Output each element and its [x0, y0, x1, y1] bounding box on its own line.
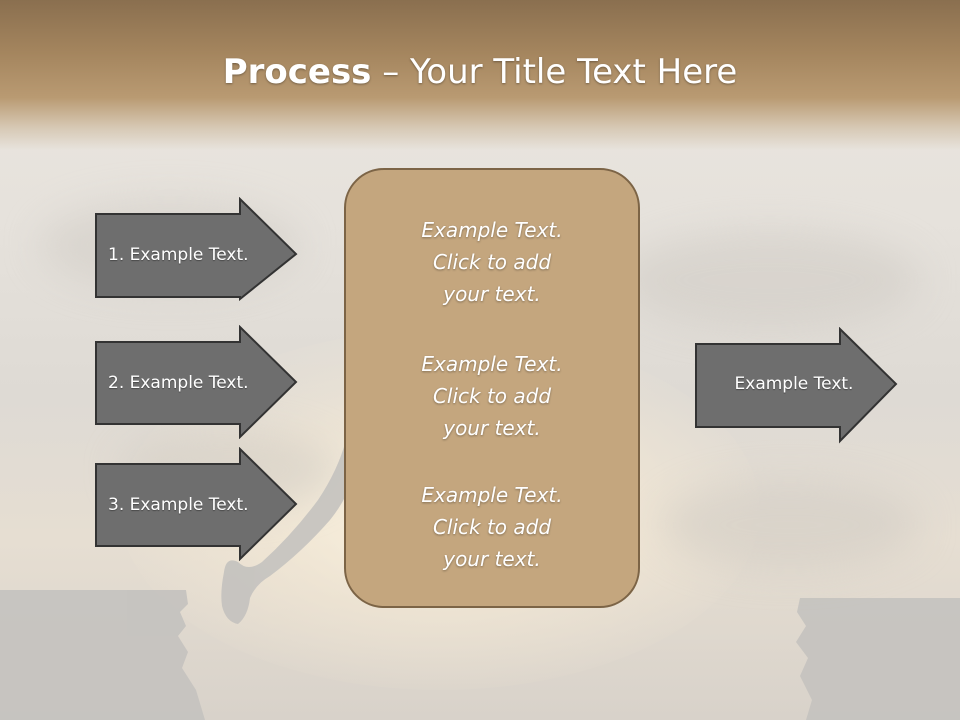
block-line: Example Text. [421, 352, 563, 376]
arrow-label: 3. Example Text. [94, 448, 294, 562]
arrow-label-text: 3. Example Text. [108, 495, 249, 515]
text-block-3: Example Text. Click to add your text. [346, 479, 638, 575]
arrow-label-text: 1. Example Text. [108, 245, 249, 265]
arrow-label-text: Example Text. [734, 374, 854, 394]
title-banner [0, 0, 960, 150]
title-rest: – Your Title Text Here [371, 52, 738, 92]
block-line: Click to add [432, 515, 552, 539]
process-step-arrow-1[interactable]: 1. Example Text. [94, 197, 300, 301]
process-center-box[interactable]: Example Text. Click to add your text. Ex… [344, 168, 640, 608]
process-step-arrow-3[interactable]: 3. Example Text. [94, 447, 300, 561]
process-result-arrow[interactable]: Example Text. [694, 327, 900, 445]
block-line: Click to add [432, 384, 552, 408]
arrow-label: 2. Example Text. [94, 326, 294, 440]
cloud [620, 230, 920, 330]
block-line: your text. [443, 547, 541, 571]
block-line: Click to add [432, 250, 552, 274]
title-bold: Process [222, 52, 372, 92]
right-arrow-icon [695, 327, 898, 444]
process-step-arrow-2[interactable]: 2. Example Text. [94, 325, 300, 439]
block-line: Example Text. [421, 483, 563, 507]
block-line: your text. [443, 282, 541, 306]
block-line: your text. [443, 416, 541, 440]
block-line: Example Text. [421, 218, 563, 242]
right-arrow-icon [95, 325, 298, 439]
right-arrow-icon [95, 197, 298, 301]
cloud [660, 480, 920, 570]
arrow-label: Example Text. [694, 327, 894, 441]
arrow-label-text: 2. Example Text. [108, 373, 249, 393]
arrow-label: 1. Example Text. [94, 203, 294, 307]
slide-title[interactable]: Process – Your Title Text Here [0, 52, 960, 92]
text-block-1: Example Text. Click to add your text. [346, 214, 638, 310]
text-block-2: Example Text. Click to add your text. [346, 348, 638, 444]
right-arrow-icon [95, 447, 298, 561]
